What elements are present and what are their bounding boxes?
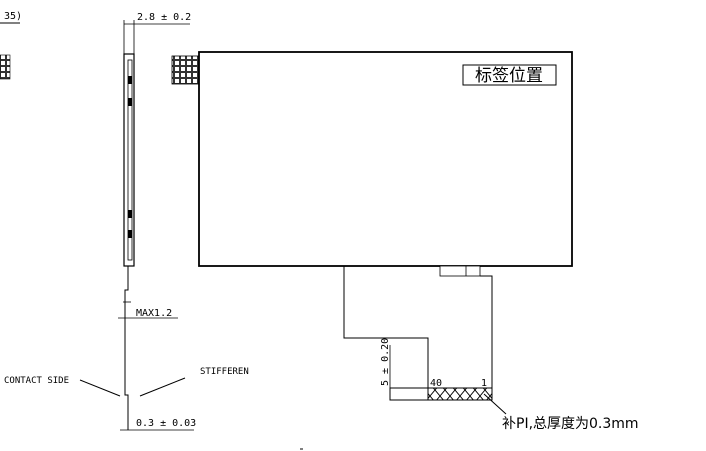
fpc-dim-40-label: 40 bbox=[430, 378, 442, 389]
note-leader bbox=[483, 393, 507, 415]
left-connector-fragment bbox=[0, 54, 11, 80]
bottom-thickness-label: 0.3 ± 0.03 bbox=[136, 418, 196, 429]
side-view-mark-2 bbox=[128, 98, 132, 106]
corner-fragment-label: 35) bbox=[4, 11, 22, 22]
pi-note-label: 补PI,总厚度为0.3mm bbox=[502, 416, 639, 432]
fpc-dim-1-label: 1 bbox=[481, 378, 487, 389]
contact-side-label: CONTACT SIDE bbox=[4, 376, 69, 386]
stiffener-leader bbox=[139, 377, 186, 397]
side-view-inner bbox=[127, 59, 133, 261]
thickness-dimension-label: 2.8 ± 0.2 bbox=[137, 12, 191, 23]
side-view-mark-4 bbox=[128, 230, 132, 238]
panel-outline bbox=[198, 51, 573, 267]
side-view-fpc bbox=[124, 266, 129, 430]
fpc-outline-right bbox=[480, 275, 493, 388]
label-position-text: 标签位置 bbox=[475, 66, 543, 86]
fpc-outline-left bbox=[343, 266, 429, 388]
label-position-box bbox=[462, 64, 557, 86]
fpc-bond-area bbox=[439, 265, 481, 277]
stiffener-label: STIFFEREN bbox=[200, 367, 249, 377]
contact-side-leader bbox=[79, 379, 121, 397]
side-view-mark-1 bbox=[128, 76, 132, 84]
fpc-vertical-dim-label: 5 ± 0.20 bbox=[380, 338, 391, 386]
top-left-connector bbox=[171, 55, 201, 85]
fpc-contact-pads bbox=[427, 387, 493, 401]
max-dimension-label: MAX1.2 bbox=[136, 308, 172, 319]
side-view-mark-3 bbox=[128, 210, 132, 218]
